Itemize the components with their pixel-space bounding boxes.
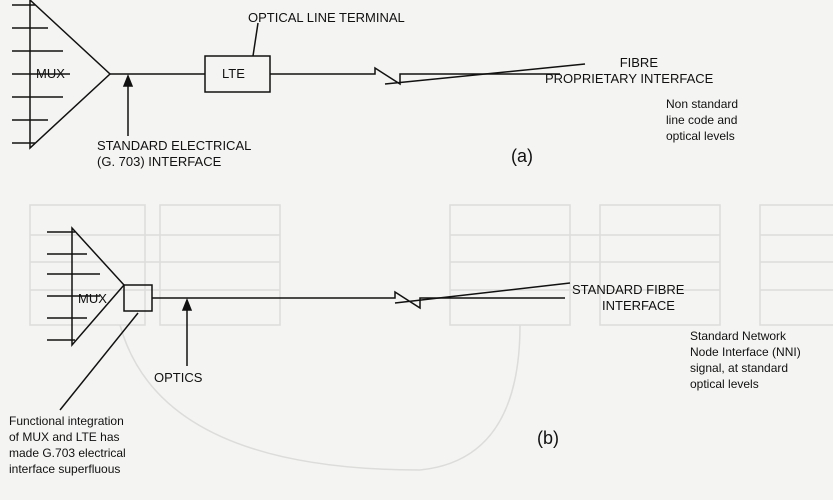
olt-pointer [252, 22, 259, 57]
ghost-box [159, 204, 281, 326]
functional-integration-note: Functional integration of MUX and LTE ha… [9, 413, 126, 477]
nni-line4: optical levels [690, 377, 759, 391]
optics-label: OPTICS [154, 370, 203, 385]
functional-line4: interface superfluous [9, 462, 121, 476]
lte-label: LTE [222, 66, 245, 81]
std-fibre-line2: INTERFACE [602, 298, 675, 313]
functional-pointer [59, 312, 139, 411]
mux-label-b: MUX [78, 291, 107, 306]
std-fibre-pointer [394, 282, 571, 304]
ghost-box [599, 204, 721, 326]
functional-line3: made G.703 electrical [9, 446, 126, 460]
mux-label-a: MUX [36, 66, 65, 81]
arrowhead-icon [181, 297, 193, 311]
nonstandard-line1: Non standard [666, 97, 739, 111]
nni-note: Standard Network Node Interface (NNI) si… [690, 328, 801, 392]
caption-a: (a) [511, 146, 533, 166]
functional-line1: Functional integration [9, 414, 124, 428]
functional-line2: of MUX and LTE has [9, 430, 120, 444]
background-ghost-layer [29, 204, 833, 471]
integrated-optics-box [123, 284, 153, 312]
nni-line3: signal, at standard [690, 361, 789, 375]
ghost-box [759, 204, 833, 326]
std-fibre-interface-label: STANDARD FIBRE INTERFACE [572, 282, 684, 314]
fibre-interface-line2: PROPRIETARY INTERFACE [545, 71, 714, 86]
nni-line1: Standard Network [690, 329, 787, 343]
caption-b: (b) [537, 428, 559, 448]
mux-input-lines-b [47, 231, 100, 341]
arrowhead-icon [122, 73, 134, 87]
diagram-a [12, 0, 586, 150]
electrical-line1: STANDARD ELECTRICAL [97, 138, 252, 153]
nonstandard-line2: line code and [666, 113, 738, 127]
ghost-box [449, 204, 571, 326]
nonstandard-line3: optical levels [666, 129, 735, 143]
std-fibre-line1: STANDARD FIBRE [572, 282, 685, 297]
mux-triangle-a [29, 0, 112, 150]
nni-line2: Node Interface (NNI) [690, 345, 801, 359]
fibre-link-break-a [270, 66, 420, 86]
mux-triangle-b [71, 226, 126, 348]
diagram-b [47, 226, 571, 411]
fibre-interface-line1: FIBRE [619, 55, 658, 70]
optical-line-terminal-label: OPTICAL LINE TERMINAL [248, 10, 405, 25]
electrical-interface-label: STANDARD ELECTRICAL (G. 703) INTERFACE [97, 138, 251, 170]
fibre-link-break-b [152, 290, 440, 310]
fibre-pointer [384, 63, 586, 85]
nonstandard-note: Non standard line code and optical level… [666, 96, 738, 144]
fibre-interface-label: FIBRE PROPRIETARY INTERFACE [545, 55, 730, 87]
electrical-line2: (G. 703) INTERFACE [97, 154, 222, 169]
ghost-box [29, 204, 146, 326]
